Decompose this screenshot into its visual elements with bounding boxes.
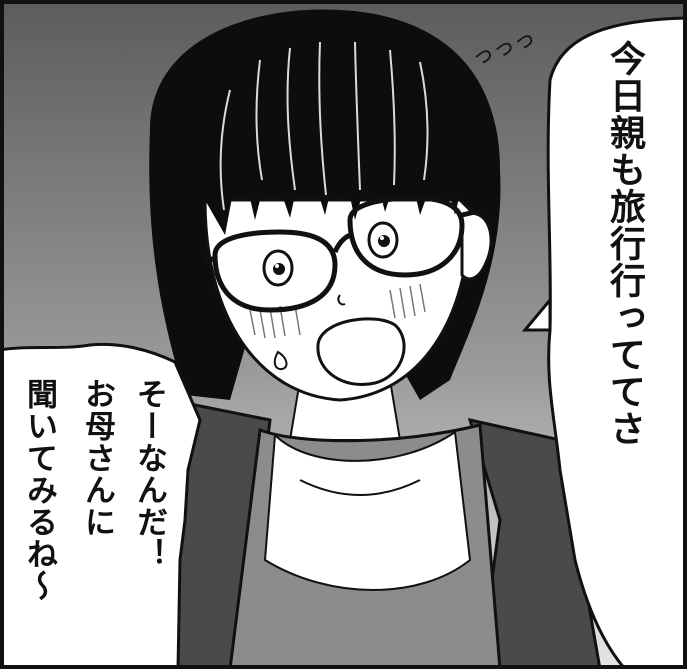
ear — [460, 211, 493, 281]
speech-left-line-2: お母さんに — [79, 378, 115, 538]
hair-bangs — [170, 25, 492, 235]
speech-right-text: 今日親も旅行行っててさ — [604, 40, 645, 447]
sweat-drop — [273, 350, 288, 371]
speech-left-line-1: そーなんだ！ — [131, 378, 167, 570]
eyes — [262, 221, 399, 287]
hair-highlights — [219, 41, 429, 211]
speech-bubble-left-shape — [0, 342, 202, 669]
glasses — [204, 195, 476, 313]
collarbone-line — [299, 479, 421, 496]
speech-left-line-3: 聞いてみるね〜 — [21, 378, 57, 602]
speech-bubble-right-tail — [521, 295, 552, 332]
mouth — [316, 317, 406, 386]
nose — [337, 294, 346, 306]
speech-bubble-right-shape — [546, 16, 687, 669]
chest — [263, 430, 472, 591]
cardigan-right — [467, 417, 602, 669]
